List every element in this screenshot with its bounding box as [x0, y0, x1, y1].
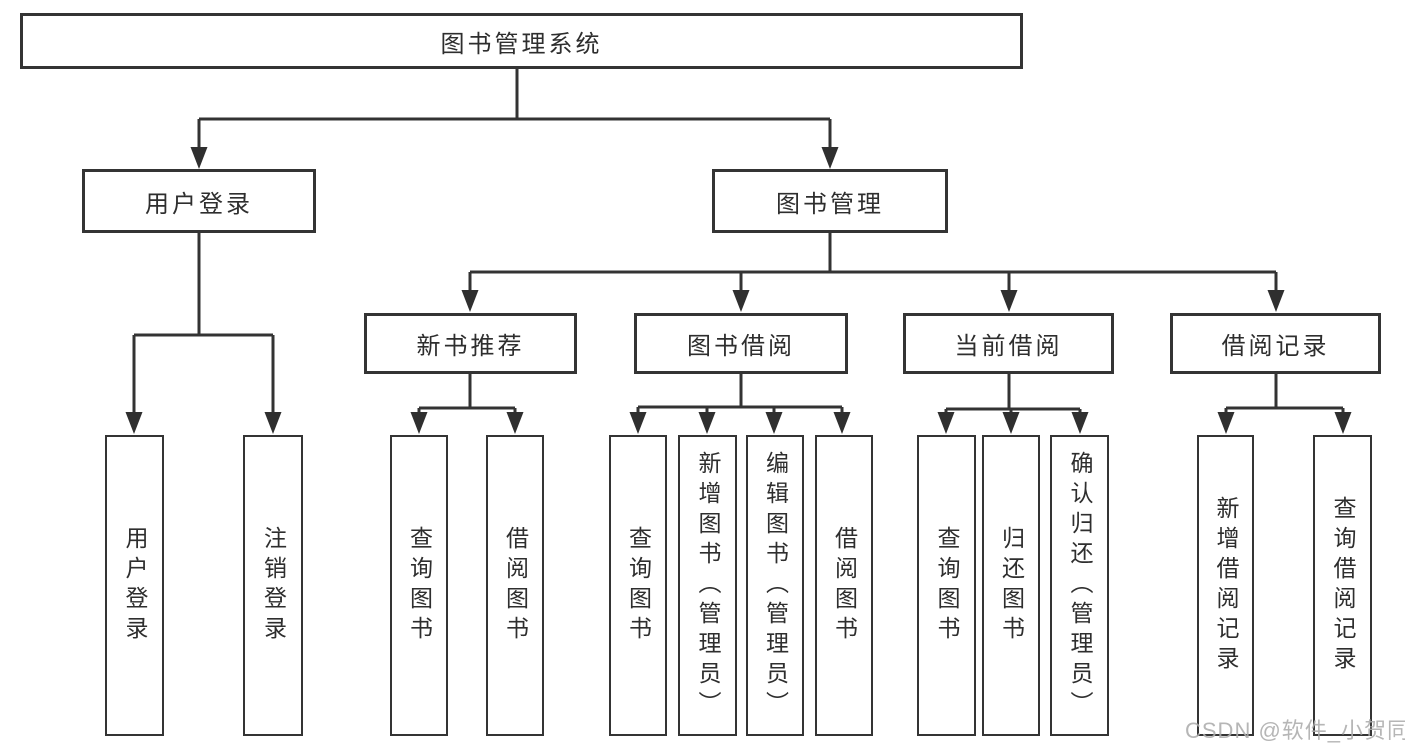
node-library-management-system: 图书管理系统 [20, 13, 1023, 69]
leaf-confirm-return-admin: 确认归还（管理员） [1050, 435, 1109, 736]
node-borrow-records: 借阅记录 [1170, 313, 1381, 374]
leaf-add-books-admin: 新增图书（管理员） [678, 435, 737, 736]
node-label: 用户登录 [145, 190, 253, 218]
leaf-label: 查询图书 [625, 525, 652, 646]
leaf-label: 归还图书 [998, 525, 1025, 646]
csdn-watermark: CSDN @软件_小贺同学 [1185, 718, 1405, 743]
leaf-label: 新增图书（管理员） [695, 450, 721, 721]
leaf-query-books-borrow: 查询图书 [609, 435, 667, 736]
leaf-label: 借阅图书 [502, 525, 529, 646]
leaf-borrow-books: 借阅图书 [815, 435, 873, 736]
node-user-login: 用户登录 [82, 169, 316, 233]
leaf-query-books-current: 查询图书 [917, 435, 976, 736]
node-new-book-recommend: 新书推荐 [364, 313, 577, 374]
node-label: 图书借阅 [687, 333, 795, 360]
node-label: 借阅记录 [1221, 333, 1330, 360]
leaf-add-borrow-record: 新增借阅记录 [1197, 435, 1254, 736]
node-book-management: 图书管理 [712, 169, 948, 233]
node-current-borrow: 当前借阅 [903, 313, 1114, 374]
leaf-borrow-books-recommend: 借阅图书 [486, 435, 544, 736]
leaf-label: 查询图书 [406, 525, 433, 646]
leaf-label: 新增借阅记录 [1213, 495, 1239, 676]
node-book-borrow: 图书借阅 [634, 313, 848, 374]
leaf-logout: 注销登录 [243, 435, 303, 736]
leaf-label: 确认归还（管理员） [1067, 450, 1093, 721]
leaf-label: 注销登录 [260, 525, 287, 646]
leaf-label: 用户登录 [122, 525, 148, 646]
leaf-query-books-recommend: 查询图书 [390, 435, 448, 736]
node-label: 当前借阅 [954, 333, 1063, 360]
node-label: 图书管理系统 [440, 30, 603, 58]
leaf-label: 编辑图书（管理员） [762, 450, 789, 721]
leaf-query-borrow-record: 查询借阅记录 [1313, 435, 1372, 736]
leaf-label: 查询借阅记录 [1330, 495, 1356, 676]
node-label: 图书管理 [776, 190, 884, 218]
leaf-edit-books-admin: 编辑图书（管理员） [746, 435, 804, 736]
leaf-user-login: 用户登录 [105, 435, 164, 736]
leaf-label: 借阅图书 [831, 525, 858, 646]
leaf-return-books: 归还图书 [982, 435, 1040, 736]
node-label: 新书推荐 [416, 333, 525, 360]
leaf-label: 查询图书 [934, 525, 960, 646]
